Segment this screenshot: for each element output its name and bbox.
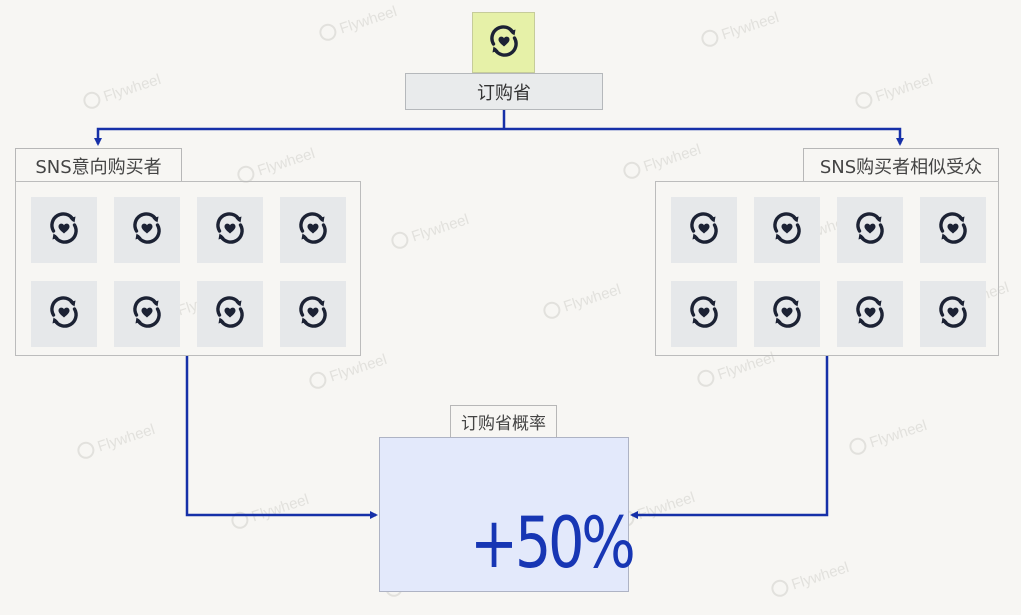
- heart-refresh-icon: [770, 211, 804, 249]
- audience-tile: [754, 197, 820, 263]
- heart-refresh-icon: [213, 295, 247, 333]
- connector-to-left-group: [94, 127, 504, 146]
- audience-tile: [671, 197, 737, 263]
- heart-refresh-icon: [47, 295, 81, 333]
- audience-tile: [197, 197, 263, 263]
- heart-refresh-icon: [853, 211, 887, 249]
- audience-tile: [920, 197, 986, 263]
- group-frame-sns-intent-buyers: [15, 181, 361, 356]
- audience-tile: [114, 281, 180, 347]
- heart-refresh-icon: [936, 211, 970, 249]
- heart-refresh-icon: [296, 295, 330, 333]
- audience-tile: [837, 281, 903, 347]
- heart-refresh-icon: [47, 211, 81, 249]
- heart-refresh-icon: [296, 211, 330, 249]
- audience-tile: [31, 197, 97, 263]
- connector-right-to-result: [630, 356, 829, 519]
- group-label-sns-intent-buyers: SNS意向购买者: [15, 148, 182, 182]
- audience-tile: [197, 281, 263, 347]
- audience-tile: [31, 281, 97, 347]
- heart-refresh-icon: [130, 295, 164, 333]
- connector-left-to-result: [185, 356, 378, 519]
- root-icon-tile: [472, 12, 535, 73]
- root-label: 订购省: [405, 73, 603, 110]
- result-label: 订购省概率: [450, 405, 557, 437]
- result-box: [379, 437, 629, 592]
- audience-tile: [754, 281, 820, 347]
- audience-tile: [671, 281, 737, 347]
- heart-refresh-icon: [130, 211, 164, 249]
- audience-tile: [280, 281, 346, 347]
- heart-refresh-icon: [936, 295, 970, 333]
- heart-refresh-icon: [853, 295, 887, 333]
- audience-tile: [280, 197, 346, 263]
- audience-tile: [114, 197, 180, 263]
- heart-refresh-icon: [770, 295, 804, 333]
- result-value: +50%: [470, 502, 636, 584]
- audience-tile: [837, 197, 903, 263]
- group-frame-sns-lookalike: [655, 181, 999, 356]
- heart-refresh-icon: [687, 295, 721, 333]
- heart-refresh-icon: [687, 211, 721, 249]
- group-label-sns-lookalike: SNS购买者相似受众: [803, 148, 999, 182]
- heart-refresh-icon: [213, 211, 247, 249]
- heart-refresh-icon: [487, 24, 521, 62]
- audience-tile: [920, 281, 986, 347]
- connector-to-right-group: [504, 127, 904, 146]
